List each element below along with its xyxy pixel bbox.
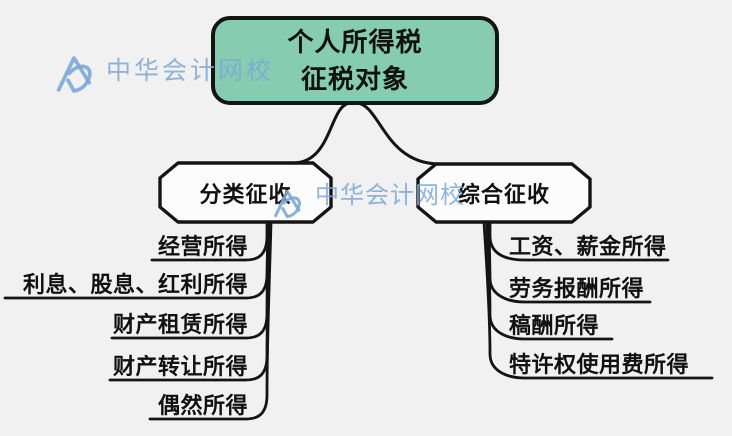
connector-leaf [148,220,273,421]
branch-node-comprehensive[interactable]: 综合征收 [457,182,550,207]
connector-root-left [291,101,353,165]
leaf-author-remuneration-income[interactable]: 稿酬所得 [509,313,600,338]
leaf-wage-salary-income[interactable]: 工资、薪金所得 [509,234,667,259]
root-node-title-line1: 个人所得税 [287,26,423,57]
connector-leaf [482,220,714,380]
branch-node-shape-right[interactable] [416,162,592,224]
branch-node-classified[interactable]: 分类征收 [199,181,292,207]
leaf-incidental-income[interactable]: 偶然所得 [157,393,248,418]
root-node-shape[interactable] [211,16,499,105]
connector-root-right [354,101,442,166]
root-node[interactable]: 个人所得税 征税对象 [212,17,498,104]
leaf-property-lease-income[interactable]: 财产租赁所得 [112,312,248,337]
leaf-interest-dividend-income[interactable]: 利息、股息、红利所得 [22,272,248,297]
root-node-title-line2: 征税对象 [300,63,409,94]
leaf-property-transfer-income[interactable]: 财产转让所得 [112,354,248,379]
leaf-labor-remuneration-income[interactable]: 劳务报酬所得 [509,276,645,301]
leaf-royalty-income[interactable]: 特许权使用费所得 [509,352,690,377]
leaf-business-income[interactable]: 经营所得 [157,234,248,259]
